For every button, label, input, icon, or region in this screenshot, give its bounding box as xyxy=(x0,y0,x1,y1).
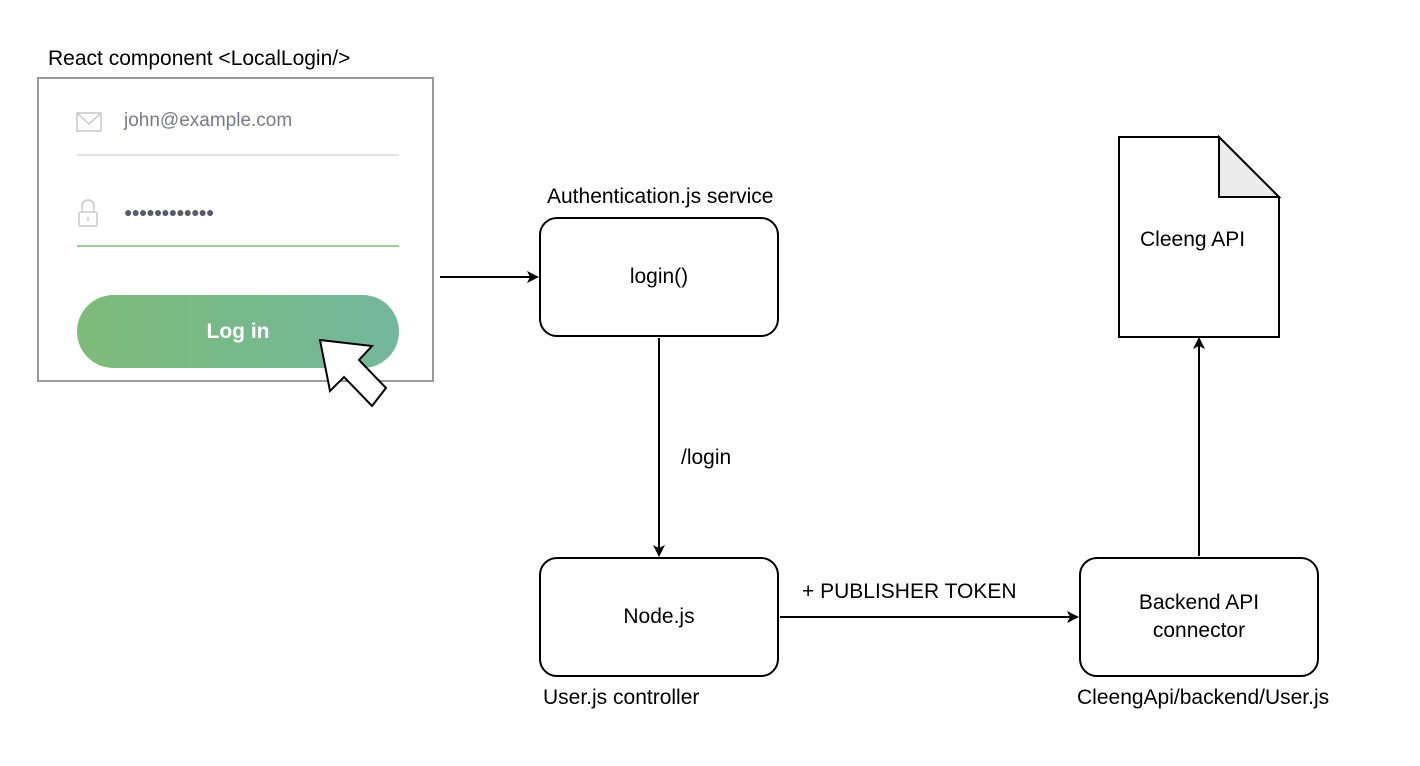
nodejs-label: Node.js xyxy=(623,605,695,628)
publisher-token-label: + PUBLISHER TOKEN xyxy=(802,580,1017,603)
cleeng-api-label: Cleeng API xyxy=(1140,228,1246,251)
password-field[interactable]: ●●●●●●●●●●●● xyxy=(124,204,214,220)
component-label: React component <LocalLogin/> xyxy=(48,47,351,70)
email-field[interactable]: john@example.com xyxy=(124,110,293,131)
auth-service-caption: Authentication.js service xyxy=(547,185,774,208)
nodejs-node: Node.js xyxy=(539,557,779,677)
nodejs-caption: User.js controller xyxy=(543,686,700,709)
backend-connector-line1: Backend API xyxy=(1138,591,1260,614)
backend-connector-caption: CleengApi/backend/User.js xyxy=(1077,686,1330,709)
login-function-node: login() xyxy=(539,217,779,337)
login-button[interactable]: Log in xyxy=(77,295,399,368)
backend-connector-node: Backend API connector xyxy=(1079,557,1319,677)
login-function-label: login() xyxy=(629,265,689,288)
backend-connector-line2: connector xyxy=(1152,619,1246,642)
route-label: /login xyxy=(681,446,732,469)
